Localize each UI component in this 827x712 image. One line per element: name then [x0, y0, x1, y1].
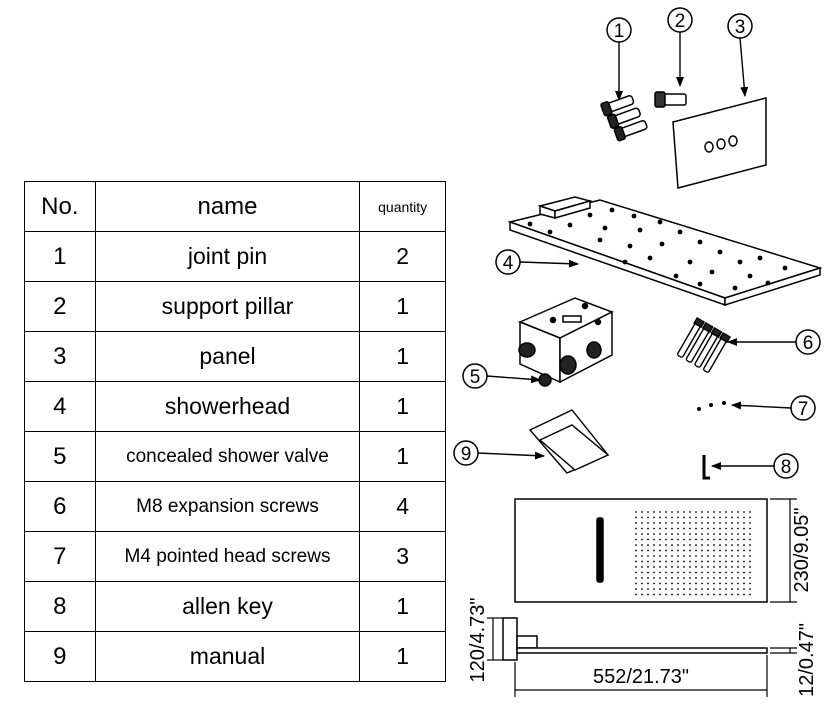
row-name: concealed shower valve [94, 431, 361, 482]
callout-1-label: 1 [614, 21, 625, 42]
header-no: No. [24, 181, 96, 232]
header-name: name [94, 181, 361, 232]
header-quantity: quantity [359, 181, 446, 232]
dimension-width: 230/9.05ʺ [791, 508, 813, 593]
allen-key-drawing [702, 455, 710, 480]
showerhead-front-view [514, 498, 768, 603]
row-quantity: 3 [359, 531, 446, 582]
concealed-valve-drawing [518, 297, 614, 387]
row-no: 4 [24, 381, 96, 432]
joint-pin-drawing [600, 95, 648, 142]
row-quantity: 1 [359, 381, 446, 432]
row-name: panel [94, 331, 361, 382]
dimension-lines [487, 498, 797, 697]
table-row: 9 manual 1 [24, 631, 446, 682]
row-no: 6 [24, 481, 96, 532]
pointed-screws-drawing [697, 401, 726, 411]
callout-8-label: 8 [781, 457, 792, 478]
table-row: 8 allen key 1 [24, 581, 446, 632]
row-quantity: 1 [359, 581, 446, 632]
row-name: manual [94, 631, 361, 682]
dimension-height: 120/4.73ʺ [467, 598, 489, 683]
manual-drawing [528, 409, 610, 474]
row-name: allen key [94, 581, 361, 632]
callout-7-label: 7 [798, 399, 809, 420]
table-row: 1 joint pin 2 [24, 231, 446, 282]
dimension-length: 552/21.73ʺ [593, 666, 689, 688]
support-pillar-drawing [654, 91, 687, 108]
parts-table: No. name quantity 1 joint pin 2 2 suppor… [24, 181, 446, 682]
leader-3 [739, 37, 749, 97]
table-row: 4 showerhead 1 [24, 381, 446, 432]
table-header-row: No. name quantity [24, 181, 446, 232]
showerhead-side-view [502, 617, 768, 661]
row-quantity: 4 [359, 481, 446, 532]
row-no: 9 [24, 631, 96, 682]
row-quantity: 1 [359, 331, 446, 382]
dimension-thickness: 12/0.47ʺ [796, 623, 818, 697]
callout-2-label: 2 [675, 11, 686, 32]
table-row: 5 concealed shower valve 1 [24, 431, 446, 482]
nozzle-grid [635, 511, 751, 596]
row-no: 1 [24, 231, 96, 282]
row-name: joint pin [94, 231, 361, 282]
callout-4-label: 4 [503, 253, 514, 274]
row-quantity: 1 [359, 631, 446, 682]
row-quantity: 1 [359, 281, 446, 332]
leader-5 [486, 375, 541, 384]
showerhead-drawing [507, 196, 823, 307]
row-name: showerhead [94, 381, 361, 432]
row-name: M8 expansion screws [94, 481, 361, 532]
callout-3-label: 3 [735, 17, 746, 38]
leader-4 [519, 259, 579, 268]
panel-drawing [672, 97, 767, 189]
callout-5-label: 5 [470, 367, 481, 388]
leader-9 [477, 451, 545, 460]
callout-6-label: 6 [803, 333, 814, 354]
expansion-screws-drawing [677, 316, 732, 373]
row-no: 5 [24, 431, 96, 482]
leader-7 [731, 401, 792, 410]
callout-9-label: 9 [461, 444, 472, 465]
table-row: 6 M8 expansion screws 4 [24, 481, 446, 532]
row-quantity: 2 [359, 231, 446, 282]
